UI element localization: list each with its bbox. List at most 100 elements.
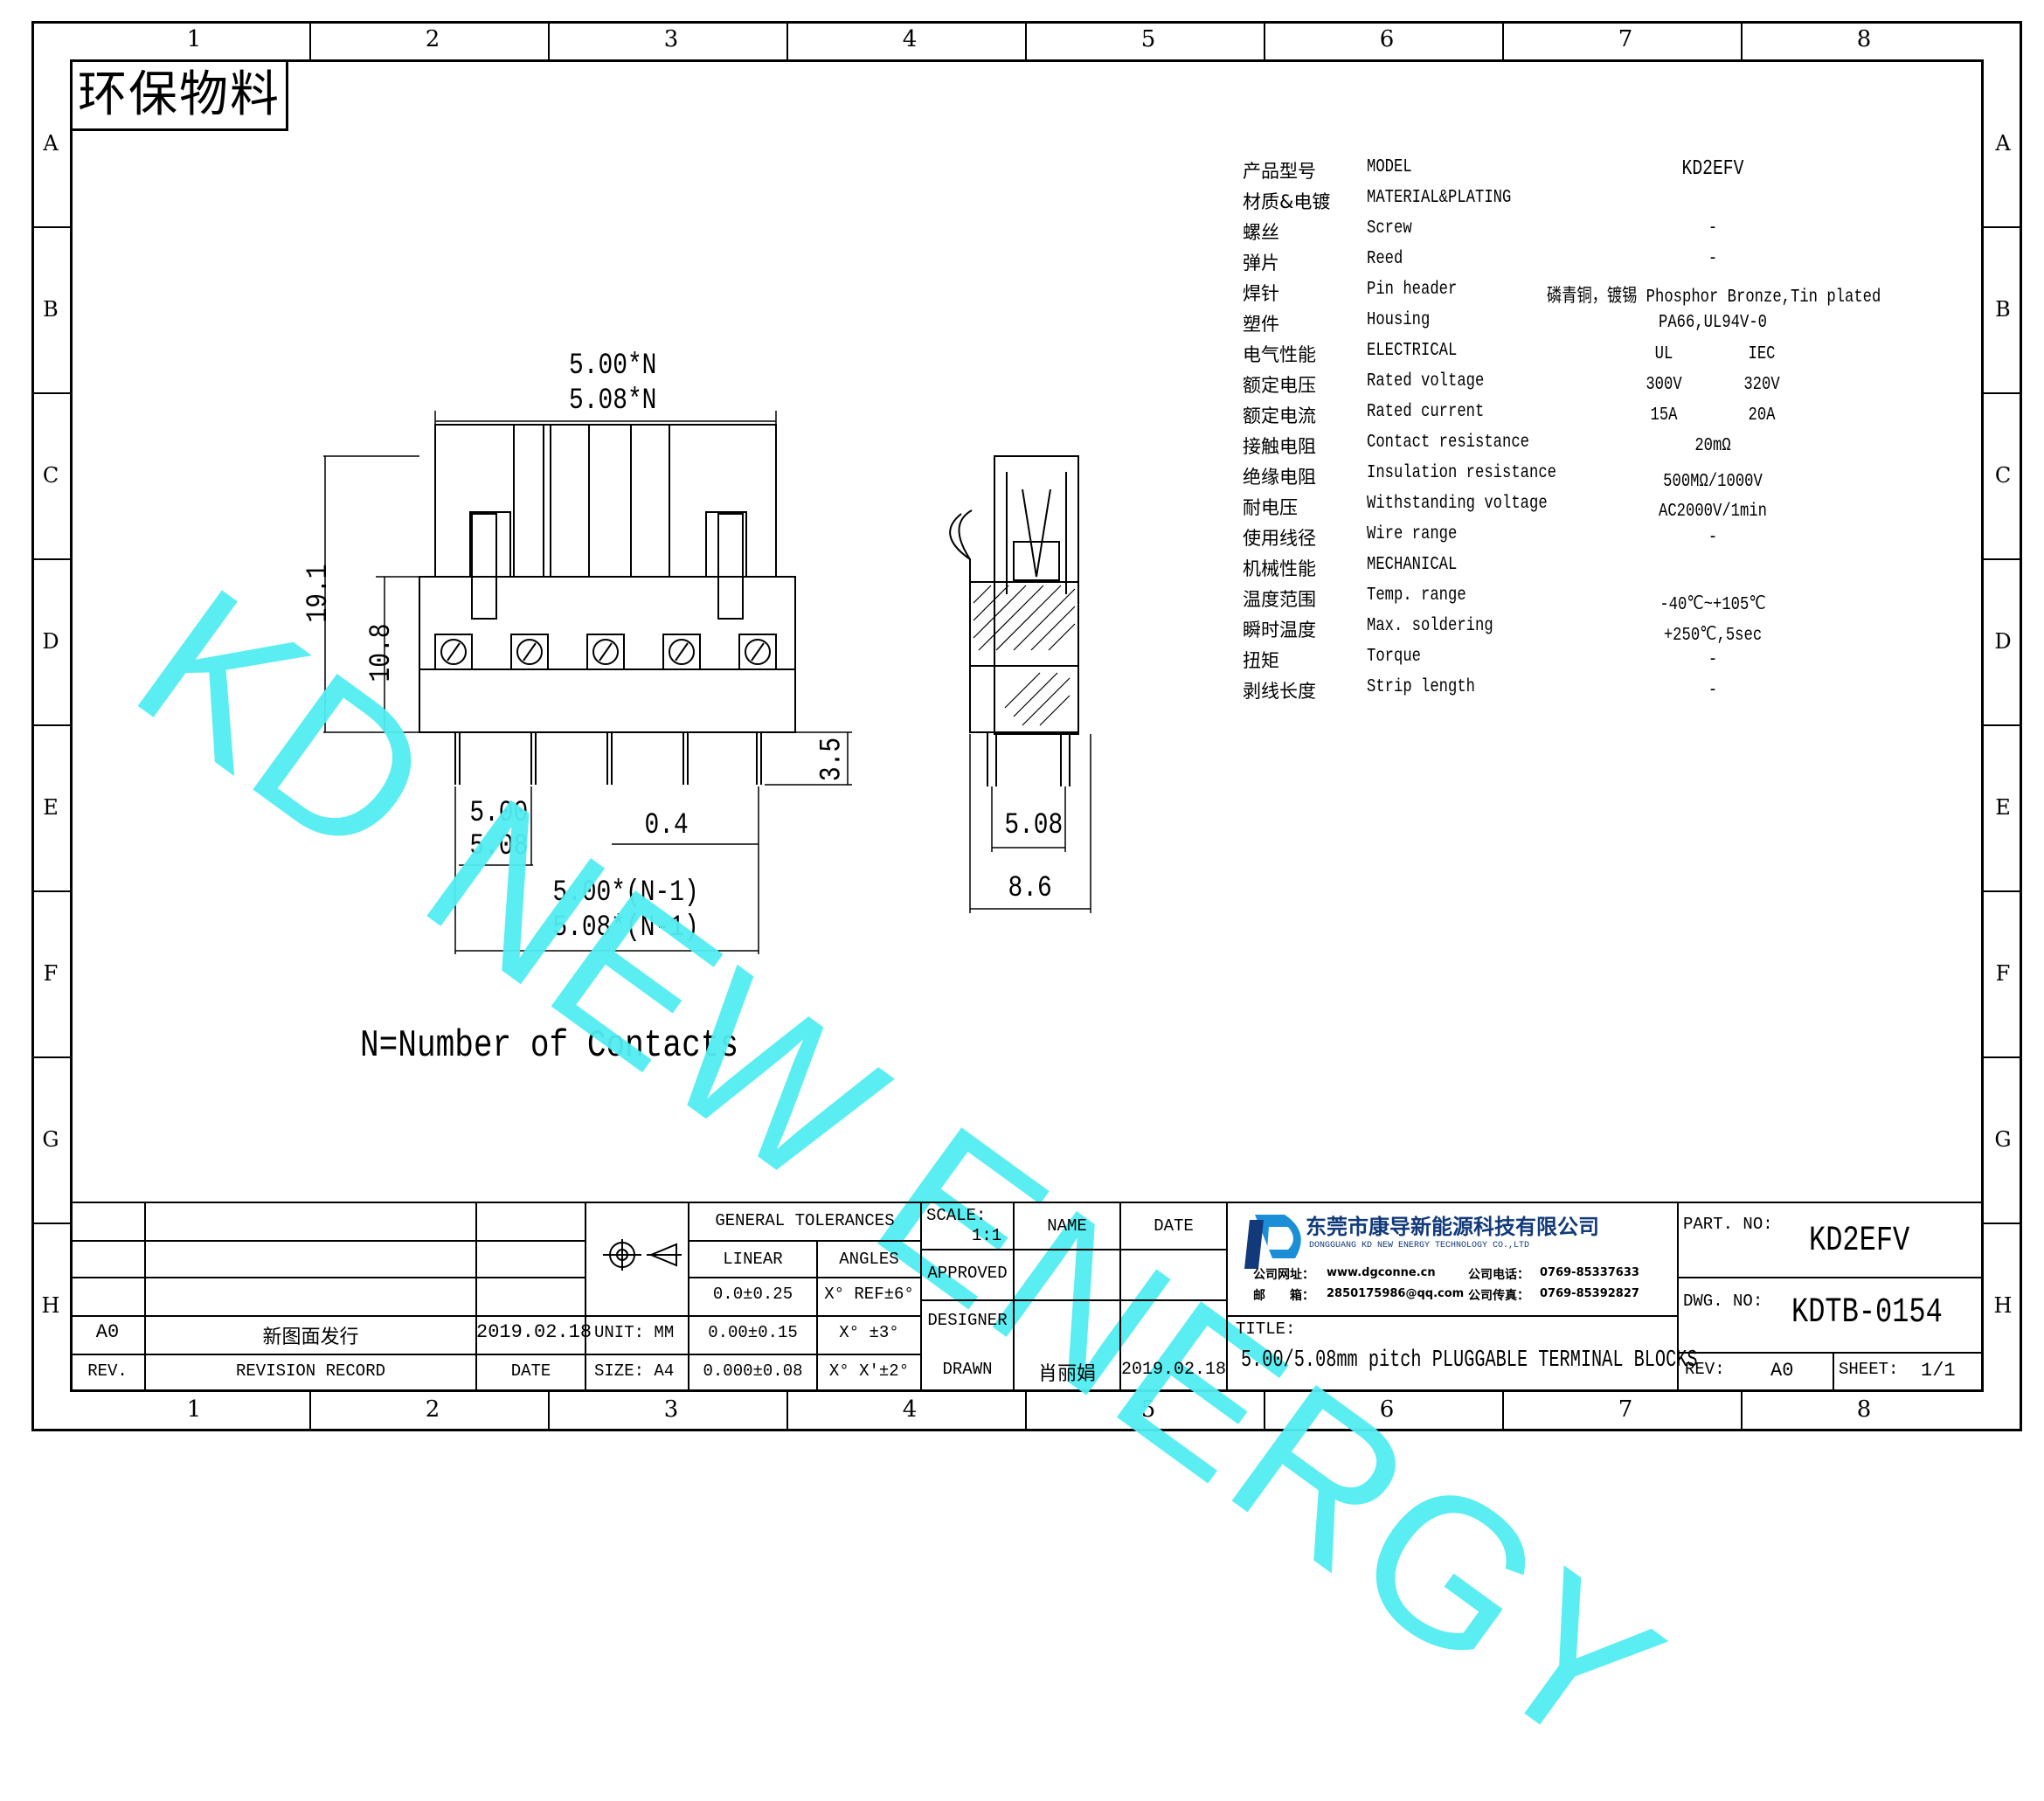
rev-header: REV.	[87, 1361, 128, 1381]
rev-value: A0	[1770, 1360, 1794, 1382]
spec-cn-soldering: 瞬时温度	[1243, 620, 1316, 641]
sheet-label: SHEET:	[1839, 1360, 1899, 1379]
spec-val-model: KD2EFV	[1681, 157, 1744, 181]
zone-row-b-right: B	[1995, 297, 2011, 322]
zone-row-d-right: D	[1994, 629, 2012, 654]
part-no-label: PART. NO:	[1683, 1215, 1773, 1234]
spec-en-current: Rated current	[1367, 402, 1485, 422]
spec-en-screw: Screw	[1367, 218, 1412, 239]
tol-angle-2: X° ±3°	[839, 1323, 899, 1342]
tol-linear-3: 0.000±0.08	[703, 1361, 803, 1381]
dim-pin-diameter: 0.4	[644, 809, 689, 842]
spec-cn-electrical: 电气性能	[1243, 344, 1316, 365]
drawing-title: 5.00/5.08mm pitch PLUGGABLE TERMINAL BLO…	[1241, 1347, 1698, 1374]
general-tolerances: GENERAL TOLERANCES	[715, 1211, 895, 1230]
zone-row-f-right: F	[1995, 961, 2011, 986]
dim-width-508n: 5.08*N	[569, 384, 657, 418]
spec-val-torque: -	[1708, 650, 1718, 670]
spec-iec-current: 20A	[1748, 405, 1776, 426]
zone-row-g-right: G	[1994, 1127, 2012, 1152]
drawing-border-inner	[70, 59, 1984, 1392]
angles-header: ANGLES	[839, 1250, 899, 1269]
spec-en-contact: Contact resistance	[1367, 433, 1530, 453]
dwg-no: KDTB-0154	[1791, 1293, 1943, 1333]
front-view-drawing	[323, 411, 852, 954]
zone-col-5: 5	[1140, 26, 1156, 52]
spec-val-strip: -	[1708, 681, 1718, 701]
date-header: DATE	[510, 1361, 551, 1381]
tol-linear-2: 0.00±0.15	[708, 1323, 798, 1342]
spec-ul-current: 15A	[1650, 405, 1678, 426]
contacts-note: N=Number of Contacts	[360, 1024, 739, 1068]
dim-pitch-508: 5.08	[469, 830, 529, 863]
zone-col-4-bottom: 4	[902, 1396, 918, 1423]
spec-en-wire: Wire range	[1367, 524, 1458, 544]
scale-value: 1:1	[972, 1226, 1002, 1245]
zone-row-c-right: C	[1994, 463, 2012, 488]
spec-cn-reed: 弹片	[1243, 253, 1279, 274]
spec-en-withstand: Withstanding voltage	[1367, 494, 1548, 514]
spec-val-pin: 磷青铜，镀锡 Phosphor Bronze,Tin plated	[1547, 287, 1881, 308]
tol-angle-1: X° REF±6°	[824, 1285, 914, 1304]
company-web: www.dgconne.cn	[1327, 1266, 1436, 1279]
dim-width-500n: 5.00*N	[569, 350, 657, 383]
spec-cn-strip: 剥线长度	[1243, 681, 1316, 702]
spec-val-insulation: 500MΩ/1000V	[1663, 472, 1763, 492]
spec-cn-contact: 接触电阻	[1243, 436, 1316, 457]
revision-record-header: REVISION RECORD	[235, 1361, 386, 1381]
spec-val-screw: -	[1708, 218, 1718, 239]
spec-cn-mechanical: 机械性能	[1243, 558, 1316, 579]
spec-cn-current: 额定电流	[1243, 405, 1316, 426]
zone-row-e-right: E	[1995, 795, 2011, 820]
company-name-cn: 东莞市康导新能源科技有限公司	[1306, 1215, 1599, 1239]
zone-col-2-bottom: 2	[425, 1396, 440, 1423]
date-column-header: DATE	[1154, 1216, 1194, 1236]
eco-material-label: 环保物料	[70, 59, 288, 131]
spec-en-voltage: Rated voltage	[1367, 371, 1485, 391]
company-name-en: DONGGUANG KD NEW ENERGY TECHNOLOGY CO.,L…	[1309, 1241, 1530, 1250]
company-tel: 0769-85337633	[1540, 1266, 1639, 1279]
spec-en-torque: Torque	[1367, 647, 1422, 667]
spec-en-model: MODEL	[1367, 157, 1412, 177]
linear-header: LINEAR	[723, 1250, 783, 1269]
spec-cn-model: 产品型号	[1243, 161, 1316, 182]
spec-en-temp: Temp. range	[1367, 585, 1466, 606]
zone-col-7: 7	[1618, 26, 1633, 52]
zone-grid	[31, 21, 2022, 1431]
company-mail-label: 邮 箱：	[1253, 1289, 1314, 1303]
size-label: SIZE: A4	[594, 1361, 675, 1381]
rev-description: 新图面发行	[262, 1327, 359, 1348]
spec-val-contact: 20mΩ	[1694, 436, 1731, 456]
spec-en-insulation: Insulation resistance	[1367, 463, 1557, 483]
spec-cn-pin: 焊针	[1243, 283, 1279, 304]
spec-ul-header: UL	[1654, 344, 1673, 364]
drawn-date: 2019.02.18	[1120, 1360, 1227, 1380]
zone-row-d: D	[42, 629, 59, 654]
zone-row-c: C	[42, 463, 59, 488]
title-block-grid	[70, 1202, 1984, 1392]
spec-ul-voltage: 300V	[1646, 375, 1682, 395]
spec-val-temp: -40℃~+105℃	[1659, 595, 1766, 615]
zone-col-6: 6	[1379, 26, 1395, 52]
spec-en-pin: Pin header	[1367, 280, 1458, 300]
drawn-label: DRAWN	[942, 1360, 993, 1379]
zone-col-2: 2	[425, 26, 440, 52]
dim-side-pitch: 5.08	[1004, 809, 1064, 842]
title-label: TITLE:	[1236, 1320, 1296, 1339]
zone-row-a-right: A	[1995, 131, 2011, 156]
spec-cn-temp: 温度范围	[1243, 589, 1316, 610]
zone-col-6-bottom: 6	[1379, 1396, 1395, 1423]
company-fax-label: 公司传真：	[1468, 1289, 1529, 1303]
spec-en-housing: Housing	[1367, 310, 1431, 330]
spec-en-mechanical: MECHANICAL	[1367, 555, 1458, 575]
zone-row-a: A	[43, 131, 59, 156]
dim-pitch-500: 5.00	[469, 797, 529, 830]
spec-en-strip: Strip length	[1367, 677, 1476, 697]
spec-val-housing: PA66,UL94V-0	[1658, 313, 1767, 333]
zone-row-f: F	[43, 961, 59, 986]
zone-row-e: E	[43, 795, 59, 820]
spec-cn-withstand: 耐电压	[1243, 497, 1298, 518]
approved-label: APPROVED	[927, 1264, 1008, 1283]
zone-row-h-right: H	[1993, 1293, 2013, 1318]
spec-val-soldering: +250℃,5sec	[1663, 626, 1763, 646]
